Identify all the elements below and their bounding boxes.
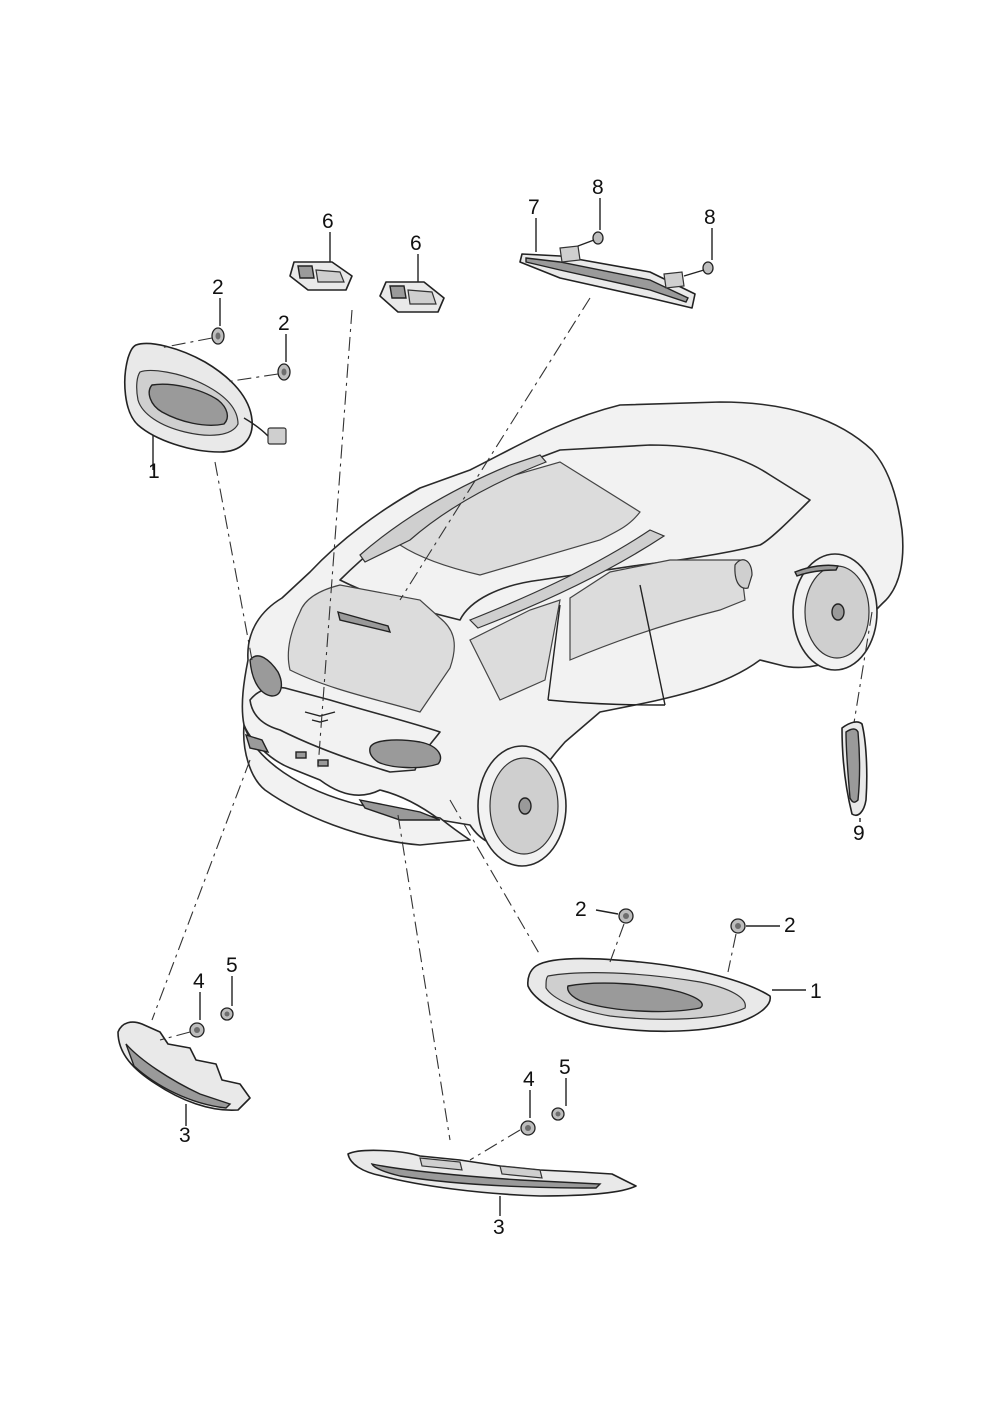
nut-2-right-b (730, 918, 746, 934)
screw-8-b (683, 261, 714, 277)
tail-lamp-upper-left (124, 342, 287, 453)
vehicle-illustration (241, 401, 904, 867)
front-wheel (792, 553, 878, 671)
callout-6-right: 6 (410, 232, 422, 255)
callout-8-a: 8 (592, 176, 604, 199)
rear-side-window (469, 599, 561, 701)
vehicle-tail-lamp-right (369, 739, 442, 769)
callout-1-upper: 1 (148, 460, 160, 483)
tail-lamp-lower-right (527, 957, 771, 1033)
callout-2-right-b: 2 (784, 914, 796, 937)
third-brake-lamp (519, 245, 696, 309)
callout-6-left: 6 (322, 210, 334, 233)
vehicle-side-marker (794, 564, 840, 577)
callout-2-right-a: 2 (575, 898, 587, 921)
roof-rail (359, 454, 548, 563)
callout-4-right: 4 (523, 1068, 535, 1091)
vehicle-tail-lamp-left (249, 655, 283, 697)
side-mirror (734, 559, 753, 589)
callout-2-top-b: 2 (278, 312, 290, 335)
side-marker-lamp (841, 721, 868, 816)
callout-9: 9 (853, 822, 865, 845)
callout-5-right: 5 (559, 1056, 571, 1079)
rear-wheel (477, 745, 567, 867)
vehicle-third-brake-lamp (337, 611, 392, 633)
nut-5-right (551, 1107, 565, 1121)
nut-4-left (189, 1022, 205, 1038)
callout-2-top-a: 2 (212, 276, 224, 299)
callout-8-b: 8 (704, 206, 716, 229)
rear-reflector-right (347, 1149, 637, 1197)
callout-5-left: 5 (226, 954, 238, 977)
nut-2-right-a (618, 908, 634, 924)
callout-4-left: 4 (193, 970, 205, 993)
callout-3-right: 3 (493, 1216, 505, 1239)
vehicle-reflector-left (244, 733, 270, 754)
nut-2-top-a (211, 327, 225, 345)
callout-1-lower: 1 (810, 980, 822, 1003)
license-plate-lamp-right (379, 281, 445, 313)
nut-5-left (220, 1007, 234, 1021)
callout-7: 7 (528, 196, 540, 219)
vehicle-reflector-right (358, 798, 441, 821)
license-plate-lamp-left (289, 261, 353, 291)
screw-8-a (577, 231, 604, 247)
rear-reflector-left (117, 1021, 251, 1111)
nut-2-top-b (277, 363, 291, 381)
callout-3-left: 3 (179, 1124, 191, 1147)
nut-4-right (520, 1120, 536, 1136)
reference-lines (151, 297, 873, 1141)
